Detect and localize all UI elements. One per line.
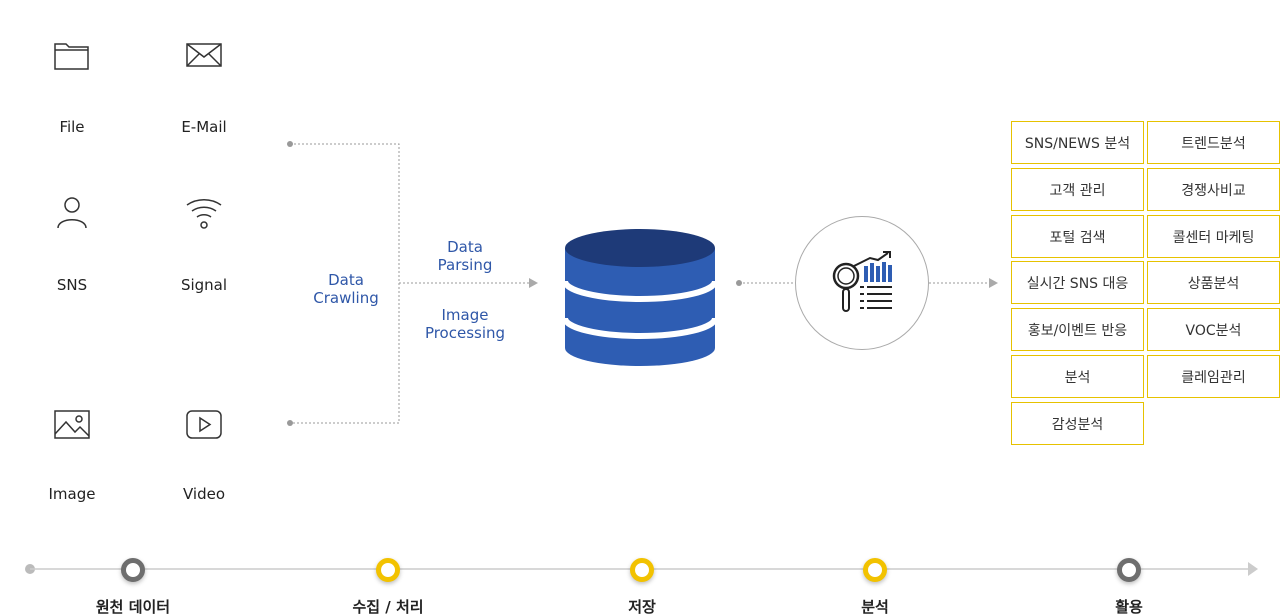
app-competitor-comparison: 경쟁사비교 bbox=[1147, 168, 1280, 211]
app-sentiment-analysis: 감성분석 bbox=[1011, 402, 1144, 445]
app-voc-analysis: VOC분석 bbox=[1147, 308, 1280, 351]
app-sns-news-analysis: SNS/NEWS 분석 bbox=[1011, 121, 1144, 164]
source-label: SNS bbox=[56, 276, 88, 294]
timeline-dot-collect bbox=[376, 558, 400, 582]
source-label: E-Mail bbox=[181, 118, 227, 136]
timeline-label-store: 저장 bbox=[628, 598, 656, 615]
timeline-label-collect: 수집 / 처리 bbox=[352, 598, 424, 615]
timeline-dot-store bbox=[630, 558, 654, 582]
app-portal-search: 포털 검색 bbox=[1011, 215, 1144, 258]
folder-icon bbox=[54, 43, 89, 70]
envelope-icon bbox=[186, 43, 222, 67]
image-processing-label: Image Processing bbox=[424, 306, 506, 342]
app-analysis: 분석 bbox=[1011, 355, 1144, 398]
magnifier-chart-icon bbox=[832, 251, 892, 312]
source-label: Signal bbox=[180, 276, 228, 294]
source-label: File bbox=[59, 118, 85, 136]
picture-icon bbox=[54, 410, 90, 439]
app-realtime-sns-response: 실시간 SNS 대응 bbox=[1011, 261, 1144, 304]
app-trend-analysis: 트렌드분석 bbox=[1147, 121, 1280, 164]
source-label: Video bbox=[182, 485, 226, 503]
timeline-dot-source bbox=[121, 558, 145, 582]
analysis-circle bbox=[795, 216, 929, 350]
source-file: File bbox=[22, 38, 122, 136]
data-parsing-label: Data Parsing bbox=[437, 238, 493, 274]
source-video: Video bbox=[154, 408, 254, 503]
timeline-label-utilize: 활용 bbox=[1115, 598, 1143, 615]
timeline-dot-analyze bbox=[863, 558, 887, 582]
app-customer-management: 고객 관리 bbox=[1011, 168, 1144, 211]
source-image: Image bbox=[22, 408, 122, 503]
source-label: Image bbox=[48, 485, 96, 503]
wifi-signal-icon bbox=[186, 199, 222, 229]
timeline-label-source: 원천 데이터 bbox=[95, 598, 171, 615]
database-icon bbox=[563, 229, 717, 366]
app-claim-management: 클레임관리 bbox=[1147, 355, 1280, 398]
video-play-icon bbox=[186, 410, 222, 439]
timeline-label-analyze: 분석 bbox=[861, 598, 889, 615]
source-signal: Signal bbox=[154, 195, 254, 294]
person-icon bbox=[57, 197, 87, 229]
source-email: E-Mail bbox=[154, 38, 254, 136]
app-promotion-event-response: 홍보/이벤트 반응 bbox=[1011, 308, 1144, 351]
app-callcenter-marketing: 콜센터 마케팅 bbox=[1147, 215, 1280, 258]
timeline-dot-utilize bbox=[1117, 558, 1141, 582]
app-product-analysis: 상품분석 bbox=[1147, 261, 1280, 304]
data-crawling-label: Data Crawling bbox=[313, 271, 379, 307]
source-sns: SNS bbox=[22, 195, 122, 294]
